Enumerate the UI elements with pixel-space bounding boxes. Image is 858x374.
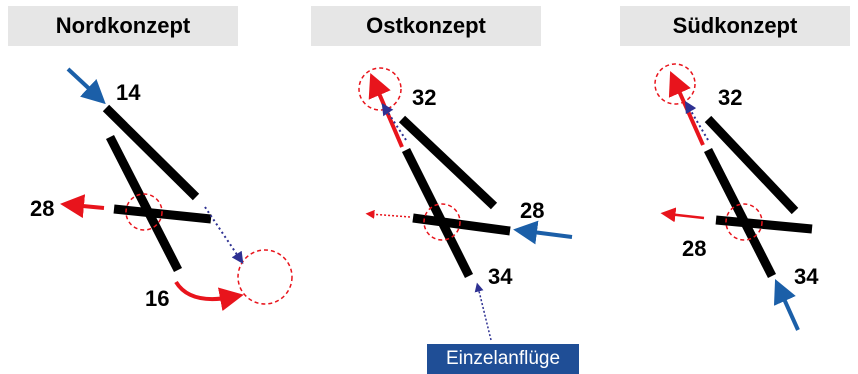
- runway-label-28: 28: [520, 198, 544, 223]
- panel-title-suedkonzept: Südkonzept: [620, 6, 850, 46]
- dotted-route: [204, 206, 244, 264]
- conflict-zone-departure: [358, 67, 402, 111]
- runway-10-28: [715, 215, 813, 234]
- runway-10-28: [412, 213, 511, 236]
- arrival-dotted-arrow-34: [474, 282, 492, 341]
- conflict-zone-departure: [654, 63, 696, 105]
- panel-suedkonzept: 32 28 34: [654, 63, 819, 331]
- dotted-route: [684, 100, 709, 141]
- departure-arrow-32: [668, 71, 705, 146]
- runway-14-32: [398, 115, 498, 210]
- arrival-arrow-28: [513, 220, 573, 245]
- single-approaches-label: Einzelanflüge: [427, 344, 579, 374]
- dotted-route: [381, 102, 407, 141]
- runway-label-32: 32: [412, 85, 436, 110]
- panel-title-nordkonzept: Nordkonzept: [8, 6, 238, 46]
- runway-16-34: [401, 147, 474, 279]
- conflict-zone-crossing: [125, 193, 163, 231]
- conflict-zone-crossing: [423, 203, 461, 241]
- panel-nordkonzept: 14 28 16: [30, 67, 293, 312]
- conflict-zone-crossing: [725, 203, 763, 241]
- conflict-zone-approach: [237, 249, 293, 305]
- runway-label-28: 28: [682, 236, 706, 261]
- departure-arrow-32: [368, 72, 404, 148]
- arrival-arrow-14: [66, 67, 106, 105]
- departure-arrow-28: [660, 207, 705, 223]
- runway-label-14: 14: [116, 80, 141, 105]
- runway-16-34: [105, 134, 183, 273]
- departure-turn-arrow: [174, 280, 244, 312]
- runway-label-16: 16: [145, 286, 169, 311]
- runway-label-28: 28: [30, 196, 54, 221]
- runway-14-32: [102, 104, 200, 201]
- panel-title-ostkonzept: Ostkonzept: [311, 6, 541, 46]
- runway-label-34: 34: [794, 264, 819, 289]
- departure-dotted-arrow-28: [365, 209, 411, 219]
- arrival-arrow-34: [773, 279, 800, 331]
- runway-16-34: [703, 147, 777, 279]
- runway-label-34: 34: [488, 264, 513, 289]
- runway-14-32: [704, 115, 799, 215]
- departure-arrow-28: [60, 194, 105, 219]
- runway-label-32: 32: [718, 85, 742, 110]
- panel-ostkonzept: 32 28 34: [358, 67, 573, 341]
